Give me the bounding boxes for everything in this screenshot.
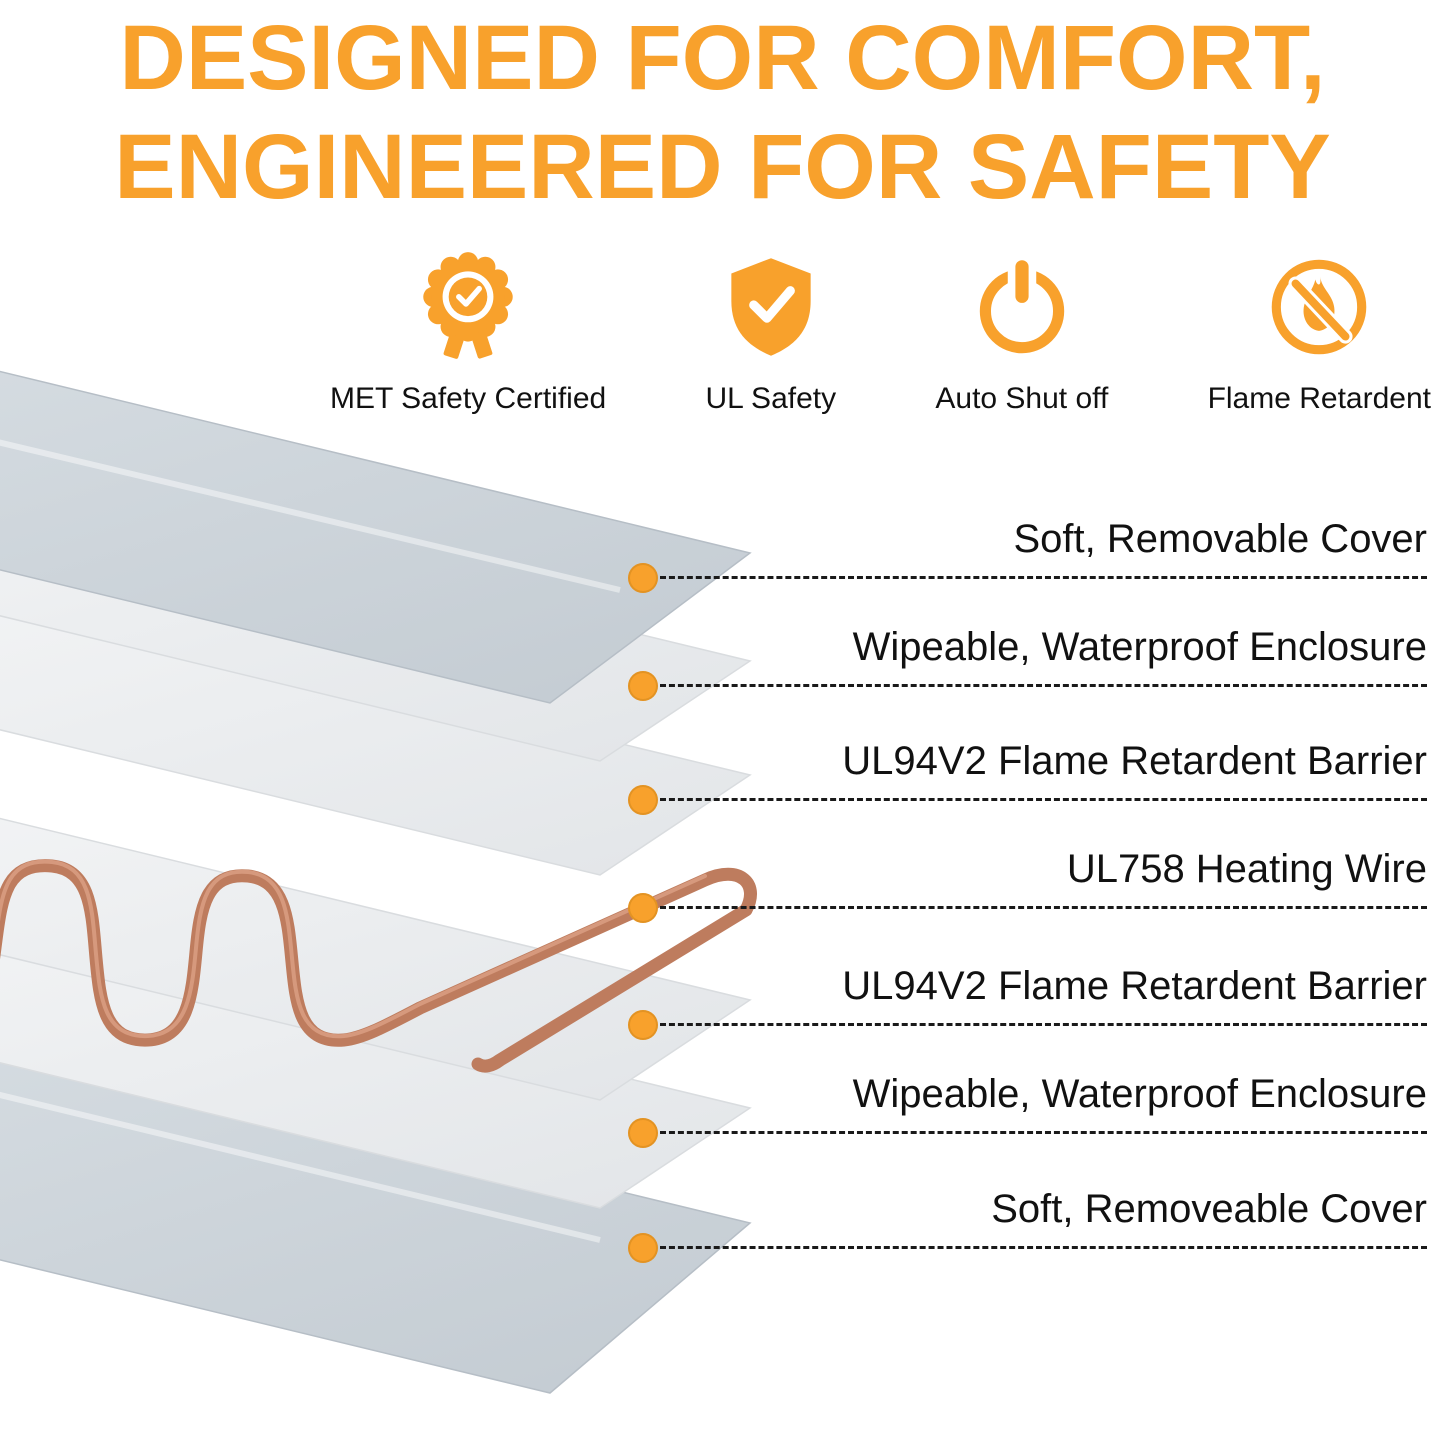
flame-retardent-icon bbox=[1272, 259, 1367, 355]
layer-label: UL94V2 Flame Retardent Barrier bbox=[842, 739, 1427, 783]
page-title: DESIGNED FOR COMFORT, ENGINEERED FOR SAF… bbox=[0, 4, 1445, 221]
callout-dot bbox=[628, 893, 658, 923]
callout-dot bbox=[628, 1118, 658, 1148]
callout-heating-wire: UL758 Heating Wire bbox=[628, 847, 1427, 925]
callout-soft-cover-bottom: Soft, Removeable Cover bbox=[628, 1187, 1427, 1265]
leader-line bbox=[628, 563, 1427, 595]
feature-auto-shutoff: Auto Shut off bbox=[935, 246, 1108, 416]
ul-safety-shield-icon bbox=[731, 258, 811, 356]
callout-enclosure-top: Wipeable, Waterproof Enclosure bbox=[628, 625, 1427, 703]
auto-shutoff-power-icon bbox=[979, 260, 1065, 354]
callout-soft-cover-top: Soft, Removable Cover bbox=[628, 517, 1427, 595]
layer-label: Wipeable, Waterproof Enclosure bbox=[852, 625, 1427, 669]
sheet-top-cover bbox=[0, 370, 752, 704]
callout-enclosure-bottom: Wipeable, Waterproof Enclosure bbox=[628, 1072, 1427, 1150]
safety-features-row: MET Safety Certified UL Safety Auto Shut… bbox=[330, 246, 1431, 416]
met-certified-badge-icon bbox=[423, 252, 513, 359]
headline-line-1: DESIGNED FOR COMFORT, bbox=[119, 7, 1326, 109]
dashed-leader bbox=[660, 1023, 1427, 1026]
leader-line bbox=[628, 671, 1427, 703]
leader-line bbox=[628, 1233, 1427, 1265]
leader-line bbox=[628, 785, 1427, 817]
leader-line bbox=[628, 893, 1427, 925]
headline-line-2: ENGINEERED FOR SAFETY bbox=[114, 115, 1331, 218]
dashed-leader bbox=[660, 906, 1427, 909]
feature-label: UL Safety bbox=[705, 382, 837, 415]
dashed-leader bbox=[660, 576, 1427, 579]
feature-ul-safety: UL Safety bbox=[705, 246, 836, 416]
callout-dot bbox=[628, 671, 658, 701]
layer-label: Wipeable, Waterproof Enclosure bbox=[852, 1072, 1427, 1116]
dashed-leader bbox=[660, 1131, 1427, 1134]
callout-dot bbox=[628, 1233, 658, 1263]
layer-label: UL94V2 Flame Retardent Barrier bbox=[842, 964, 1427, 1008]
callout-dot bbox=[628, 563, 658, 593]
leader-line bbox=[628, 1010, 1427, 1042]
heating-wire-graphic bbox=[0, 859, 757, 1073]
dashed-leader bbox=[660, 684, 1427, 687]
callout-barrier-bottom: UL94V2 Flame Retardent Barrier bbox=[628, 964, 1427, 1042]
dashed-leader bbox=[660, 798, 1427, 801]
feature-label: Flame Retardent bbox=[1207, 382, 1431, 415]
leader-line bbox=[628, 1118, 1427, 1150]
layer-label: UL758 Heating Wire bbox=[1066, 847, 1427, 891]
dashed-leader bbox=[660, 1246, 1427, 1249]
callout-barrier-top: UL94V2 Flame Retardent Barrier bbox=[628, 739, 1427, 817]
layer-label: Soft, Removeable Cover bbox=[991, 1187, 1427, 1231]
callout-dot bbox=[628, 785, 658, 815]
feature-label: Auto Shut off bbox=[935, 382, 1109, 415]
layer-label: Soft, Removable Cover bbox=[1013, 517, 1427, 561]
feature-flame-retardent: Flame Retardent bbox=[1208, 246, 1431, 416]
feature-label: MET Safety Certified bbox=[330, 382, 607, 415]
callout-dot bbox=[628, 1010, 658, 1040]
feature-met-certified: MET Safety Certified bbox=[330, 246, 606, 416]
